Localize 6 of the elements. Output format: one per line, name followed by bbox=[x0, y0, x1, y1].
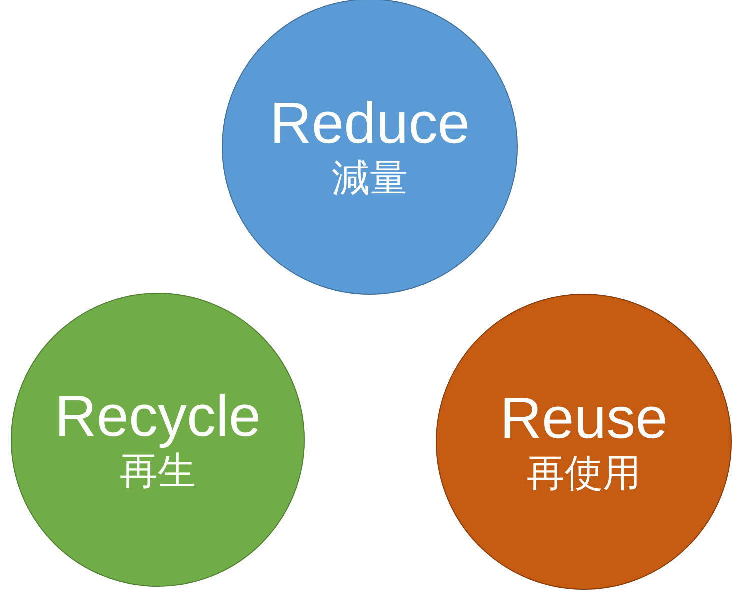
circle-title: Reuse bbox=[500, 387, 668, 452]
circle-subtitle: 再使用 bbox=[527, 451, 641, 497]
circle-title: Reduce bbox=[270, 92, 470, 156]
circle-subtitle: 減量 bbox=[332, 156, 408, 202]
circle-subtitle: 再生 bbox=[120, 449, 196, 495]
circle-title: Recycle bbox=[54, 385, 262, 450]
